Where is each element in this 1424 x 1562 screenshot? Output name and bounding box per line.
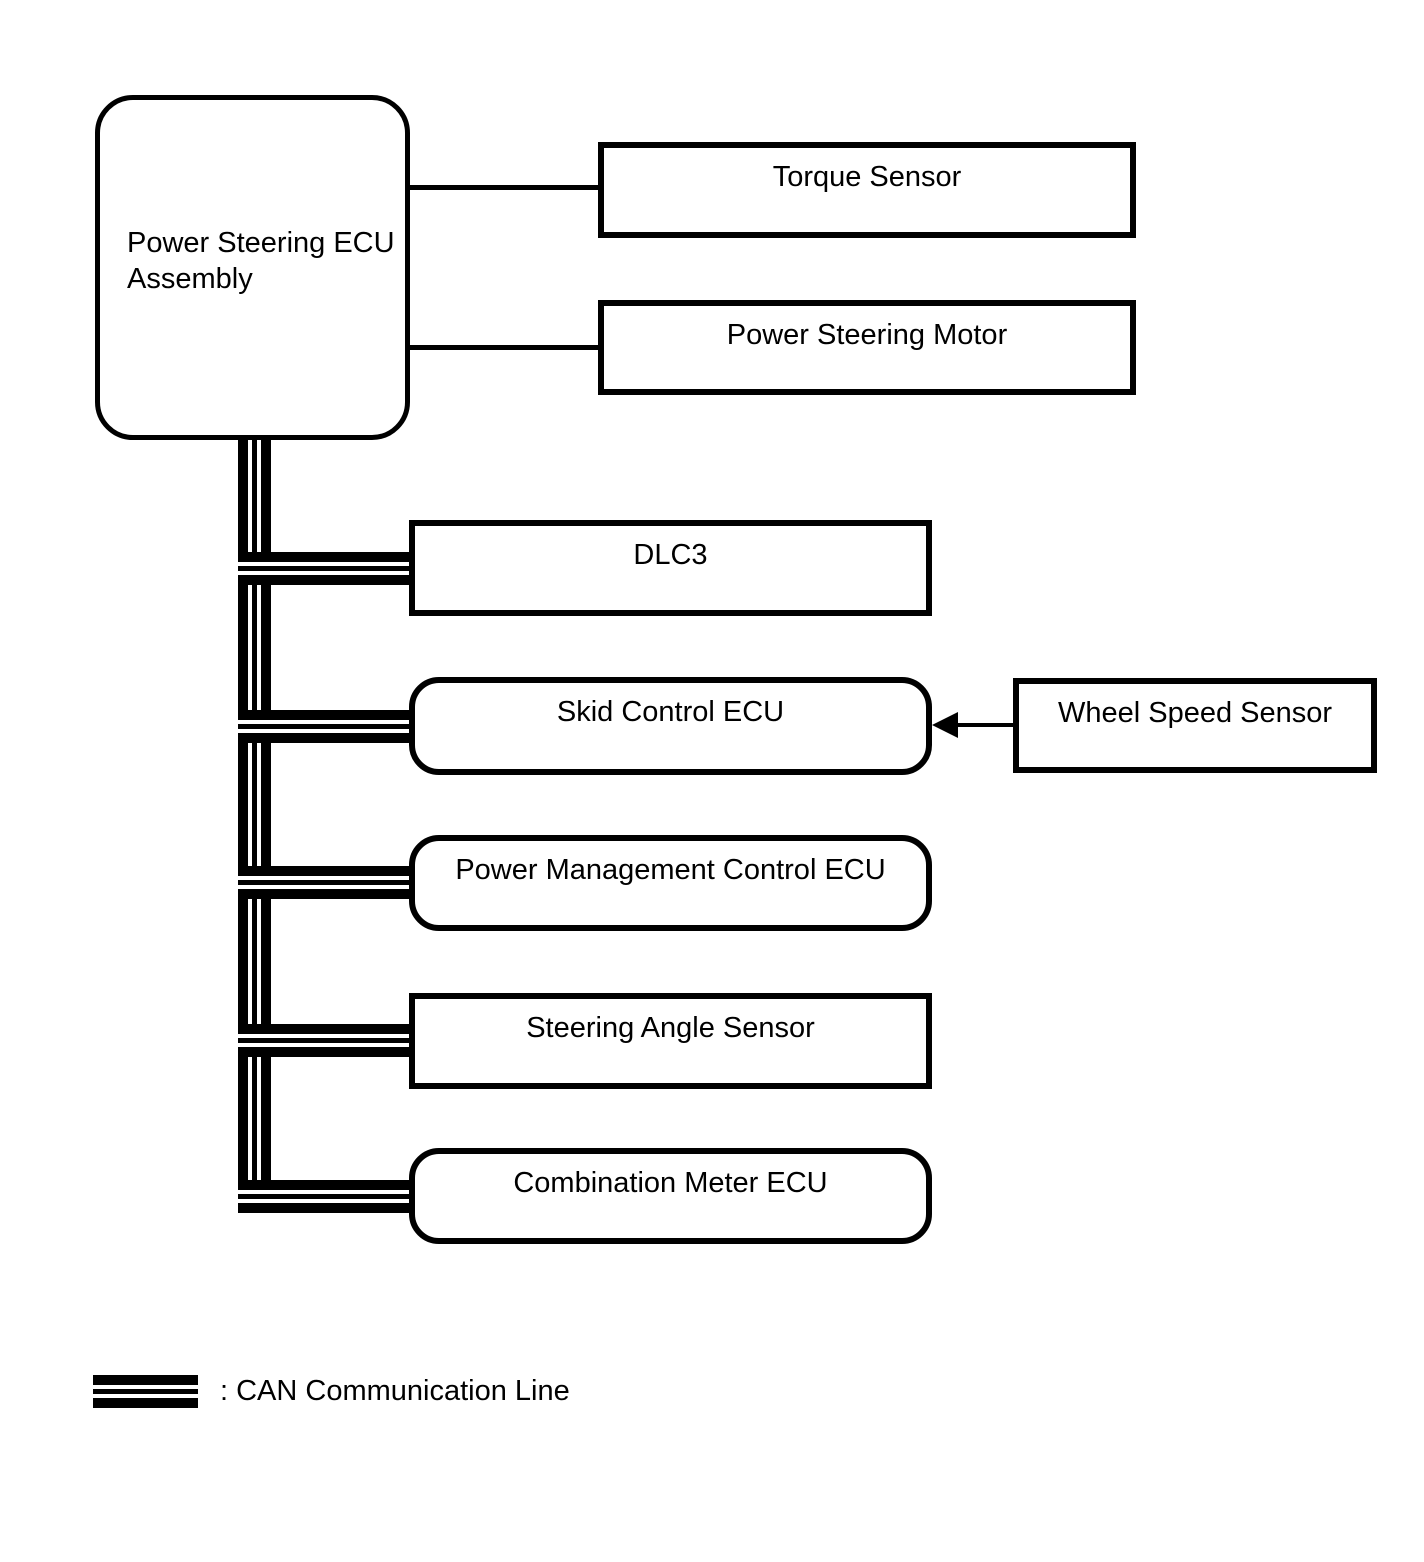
power-steering-ecu-assembly-box: Power Steering ECU Assembly bbox=[95, 95, 410, 440]
power-management-control-ecu-label: Power Management Control ECU bbox=[455, 854, 886, 886]
steering-angle-sensor-box: Steering Angle Sensor bbox=[409, 993, 932, 1089]
torque-sensor-label: Torque Sensor bbox=[772, 161, 962, 193]
power-steering-motor-box: Power Steering Motor bbox=[598, 300, 1136, 395]
skid-control-ecu-label: Skid Control ECU bbox=[556, 696, 785, 728]
can-line-legend-swatch bbox=[93, 1375, 198, 1408]
combination-meter-ecu-label: Combination Meter ECU bbox=[513, 1167, 828, 1199]
skid-control-ecu-box: Skid Control ECU bbox=[409, 677, 932, 775]
can-branch-dlc3 bbox=[238, 552, 412, 585]
dlc3-box: DLC3 bbox=[409, 520, 932, 616]
steering-angle-sensor-label: Steering Angle Sensor bbox=[526, 1012, 815, 1044]
power-steering-ecu-assembly-label-line2: Assembly bbox=[127, 262, 253, 295]
dlc3-label: DLC3 bbox=[633, 539, 708, 571]
can-branch-combination-meter-ecu bbox=[238, 1180, 412, 1213]
can-line-legend-label: : CAN Communication Line bbox=[220, 1374, 570, 1407]
torque-sensor-box: Torque Sensor bbox=[598, 142, 1136, 238]
wheel-speed-sensor-arrow-line bbox=[950, 723, 1013, 727]
wheel-speed-sensor-label: Wheel Speed Sensor bbox=[1057, 697, 1333, 729]
power-steering-ecu-assembly-label-line1: Power Steering ECU bbox=[127, 226, 395, 259]
can-branch-skid-control-ecu bbox=[238, 710, 412, 743]
connector-line-power-steering-motor bbox=[410, 345, 598, 350]
power-management-control-ecu-box: Power Management Control ECU bbox=[409, 835, 932, 931]
combination-meter-ecu-box: Combination Meter ECU bbox=[409, 1148, 932, 1244]
power-steering-motor-label: Power Steering Motor bbox=[726, 319, 1008, 351]
can-branch-steering-angle-sensor bbox=[238, 1024, 412, 1057]
connector-line-torque-sensor bbox=[410, 185, 598, 190]
wheel-speed-sensor-box: Wheel Speed Sensor bbox=[1013, 678, 1377, 773]
can-branch-power-management-control-ecu bbox=[238, 866, 412, 899]
wheel-speed-sensor-arrowhead-icon bbox=[932, 712, 958, 738]
